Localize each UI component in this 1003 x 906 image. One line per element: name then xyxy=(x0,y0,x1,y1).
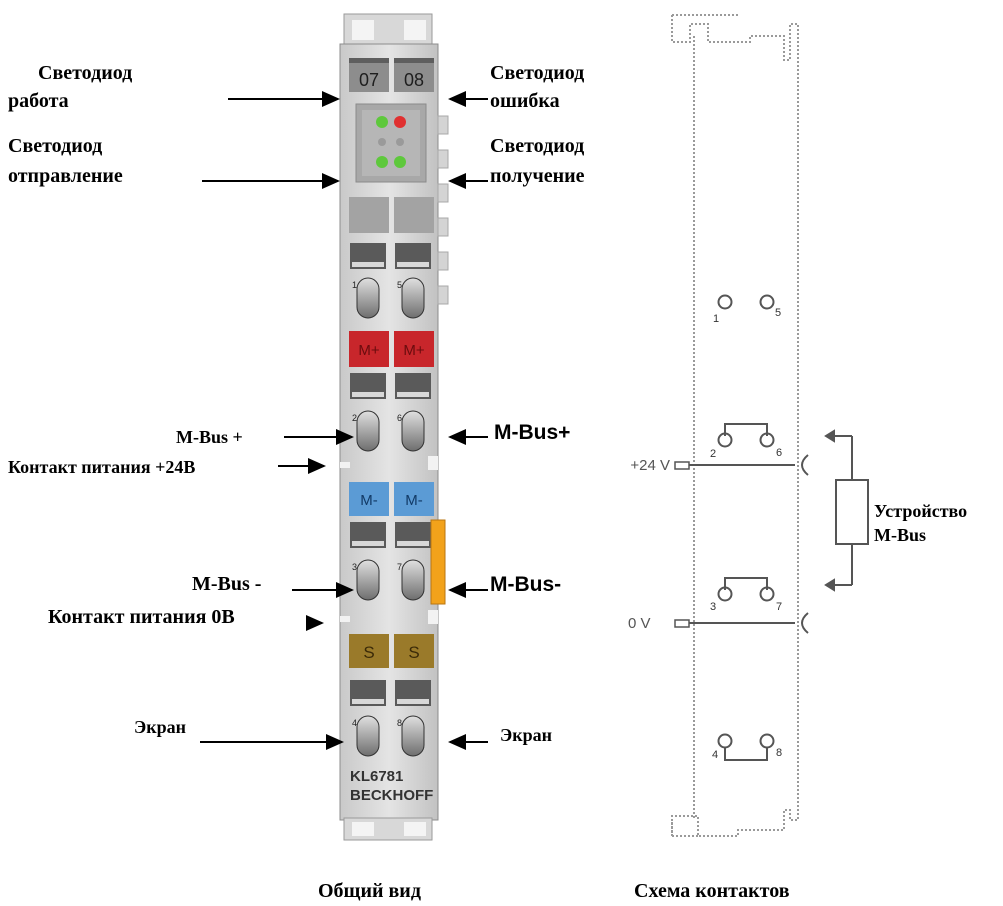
label-power-0: Контакт питания 0В xyxy=(48,606,235,628)
led-window xyxy=(355,103,427,183)
schematic-24v-label: +24 V xyxy=(630,457,670,474)
label-led-run-line1: Светодиод xyxy=(38,62,133,84)
brand-label: BECKHOFF xyxy=(350,787,433,804)
schematic-0v-label: 0 V xyxy=(628,615,651,632)
label-mbus-minus-left: M-Bus - xyxy=(192,573,262,595)
clamp-pair-4-8: 4 8 xyxy=(350,680,431,757)
contact-number-7: 7 xyxy=(397,562,402,572)
contact-number-5: 5 xyxy=(397,280,402,290)
mminus-label-right: M- xyxy=(405,492,423,509)
contact-number-1: 1 xyxy=(352,280,357,290)
label-led-run-line2: работа xyxy=(8,90,69,112)
label-led-rx-line2: получение xyxy=(490,165,585,187)
device-box xyxy=(835,479,869,545)
led-rx xyxy=(394,156,406,168)
channel-label-left: 07 xyxy=(359,70,379,90)
contact-number-6: 6 xyxy=(397,413,402,423)
schematic-pin-7: 7 xyxy=(776,601,782,613)
contact-number-8: 8 xyxy=(397,718,402,728)
schematic-outline xyxy=(671,14,799,837)
shield-label-left: S xyxy=(363,643,374,662)
schematic-pin-6: 6 xyxy=(776,447,782,459)
contact-number-4: 4 xyxy=(352,718,357,728)
label-mbus-plus-right: M-Bus+ xyxy=(494,421,571,444)
mplus-labels: M+ M+ xyxy=(349,331,434,367)
clamp-pair-2-6: 2 6 xyxy=(350,373,431,452)
mminus-labels: M- M- xyxy=(349,482,434,516)
schematic-pin-3: 3 xyxy=(710,601,716,613)
channel-label-right: 08 xyxy=(404,70,424,90)
caption-overview: Общий вид xyxy=(318,880,421,902)
label-led-error-line2: ошибка xyxy=(490,90,560,112)
mminus-label-left: M- xyxy=(360,492,378,509)
device-connection xyxy=(824,429,869,592)
caption-schema: Схема контактов xyxy=(634,880,790,902)
contact-number-3: 3 xyxy=(352,562,357,572)
label-device-line2: M-Bus xyxy=(874,525,927,545)
mplus-label-right: M+ xyxy=(403,342,424,359)
led-run xyxy=(376,116,388,128)
label-power-24: Контакт питания +24В xyxy=(8,457,196,477)
led-tx xyxy=(376,156,388,168)
label-shield-left: Экран xyxy=(134,717,186,737)
schematic-pin-5: 5 xyxy=(775,307,781,319)
label-mbus-minus-right: M-Bus- xyxy=(490,573,562,596)
schematic-pin-1: 1 xyxy=(713,313,719,325)
clamp-pair-1-5: 1 5 xyxy=(350,243,431,319)
label-mbus-plus-left: M-Bus + xyxy=(176,427,243,447)
side-ribs xyxy=(437,115,449,305)
mplus-label-left: M+ xyxy=(358,342,379,359)
schematic-pin-2: 2 xyxy=(710,448,716,460)
clamp-pair-3-7: 3 7 xyxy=(350,522,431,601)
schematic-pin-4: 4 xyxy=(712,749,718,761)
shield-label-right: S xyxy=(408,643,419,662)
schematic: 1 5 2 6 +24 V 3 7 0 V xyxy=(628,14,869,837)
bottom-clip xyxy=(343,817,433,841)
shield-labels: S S xyxy=(349,634,434,668)
label-device-line1: Устройство xyxy=(874,501,968,521)
schematic-pin-8: 8 xyxy=(776,747,782,759)
label-shield-right: Экран xyxy=(500,725,552,745)
contact-number-2: 2 xyxy=(352,413,357,423)
pointer-arrows xyxy=(200,91,488,750)
label-led-rx-line1: Светодиод xyxy=(490,135,585,157)
model-label: KL6781 xyxy=(350,768,403,785)
led-error xyxy=(394,116,406,128)
channel-labels: 07 08 xyxy=(349,58,434,92)
label-led-error-line1: Светодиод xyxy=(490,62,585,84)
label-led-tx-line2: отправление xyxy=(8,165,123,187)
orange-tab xyxy=(430,519,446,605)
top-clip xyxy=(343,13,433,47)
label-led-tx-line1: Светодиод xyxy=(8,135,103,157)
